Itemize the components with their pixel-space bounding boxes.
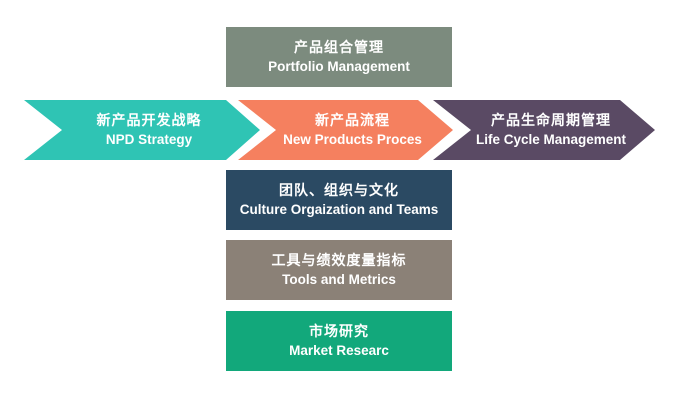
culture-organization-teams-label-zh: 团队、组织与文化 <box>279 182 399 198</box>
portfolio-management-box: 产品组合管理 Portfolio Management <box>226 27 452 87</box>
new-products-process-label-en: New Products Proces <box>283 132 422 147</box>
market-research-label-en: Market Researc <box>289 343 389 358</box>
market-research-label-zh: 市场研究 <box>309 323 369 339</box>
life-cycle-management-label-en: Life Cycle Management <box>475 132 627 147</box>
life-cycle-management-label-zh: 产品生命周期管理 <box>491 112 611 128</box>
npd-strategy-arrow: 新产品开发战略 NPD Strategy <box>24 100 260 160</box>
new-products-process-label-zh: 新产品流程 <box>315 112 390 128</box>
tools-and-metrics-label-zh: 工具与绩效度量指标 <box>271 252 407 268</box>
npd-strategy-label-zh: 新产品开发战略 <box>96 112 202 128</box>
portfolio-management-label-zh: 产品组合管理 <box>294 39 384 55</box>
tools-and-metrics-box: 工具与绩效度量指标 Tools and Metrics <box>226 240 452 300</box>
new-products-process-arrow: 新产品流程 New Products Proces <box>238 100 453 160</box>
market-research-box: 市场研究 Market Researc <box>226 311 452 371</box>
npd-strategy-label-en: NPD Strategy <box>105 132 193 147</box>
life-cycle-management-arrow: 产品生命周期管理 Life Cycle Management <box>433 100 655 160</box>
culture-organization-teams-label-en: Culture Orgaization and Teams <box>239 202 439 217</box>
portfolio-management-label-en: Portfolio Management <box>268 59 410 74</box>
tools-and-metrics-label-en: Tools and Metrics <box>282 272 396 287</box>
culture-organization-teams-box: 团队、组织与文化 Culture Orgaization and Teams <box>226 170 452 230</box>
